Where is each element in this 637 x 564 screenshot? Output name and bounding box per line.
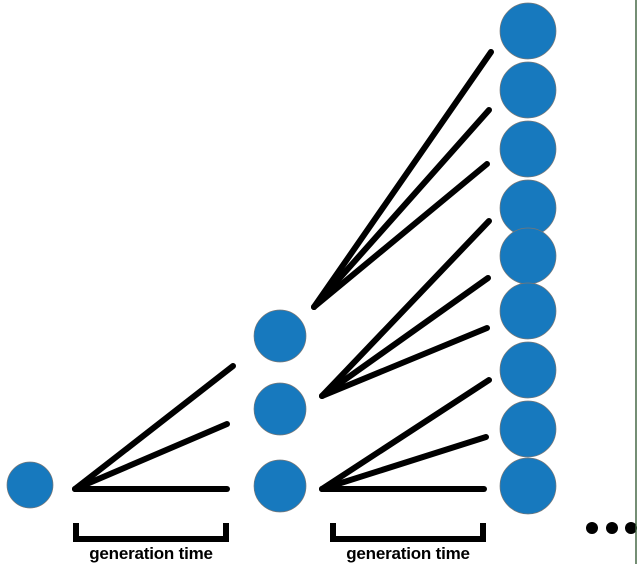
- bracket-generation-1: [73, 523, 229, 542]
- cell-g2-3: [499, 120, 557, 178]
- fan-gen1-bottom-line-1: [319, 377, 492, 492]
- fan-gen0-to-gen1-line-2: [72, 421, 230, 492]
- cell-circles-layer: [6, 2, 557, 515]
- generation-time-label-1: generation time: [89, 544, 213, 563]
- generation-brackets-layer: [73, 523, 486, 542]
- generation-1-cells: [253, 309, 307, 513]
- cell-g2-2: [499, 61, 557, 119]
- fan-gen1-middle: [319, 218, 492, 399]
- cell-g2-7: [499, 341, 557, 399]
- fan-gen1-middle-line-3: [319, 325, 490, 399]
- generation-time-label-2: generation time: [346, 544, 470, 563]
- cell-g2-8: [499, 400, 557, 458]
- cell-g0-1: [6, 461, 54, 509]
- cell-g2-4: [499, 179, 557, 237]
- fan-gen0-to-gen1-line-1: [72, 363, 236, 492]
- fan-gen1-middle-line-2: [319, 275, 491, 399]
- fan-gen1-middle-line-1: [319, 218, 492, 399]
- cell-g1-1: [253, 309, 307, 363]
- ellipsis-dot-1: [586, 522, 598, 534]
- generation-0-cells: [6, 461, 54, 509]
- division-lines-layer: [72, 49, 494, 492]
- fan-gen1-top: [311, 49, 494, 310]
- fan-gen1-top-line-2: [311, 107, 492, 310]
- cell-g2-1: [499, 2, 557, 60]
- fan-gen0-to-gen1: [72, 363, 236, 492]
- fan-gen1-top-line-3: [311, 161, 490, 310]
- fan-gen1-bottom: [319, 377, 492, 492]
- continuation-ellipsis-layer: [586, 522, 637, 534]
- ellipsis-dot-3: [625, 522, 637, 534]
- cell-g2-5: [499, 227, 557, 285]
- cell-g2-6: [499, 282, 557, 340]
- bracket-generation-2: [330, 523, 486, 542]
- cell-g1-3: [253, 459, 307, 513]
- cell-g2-9: [499, 457, 557, 515]
- cell-g1-2: [253, 382, 307, 436]
- fan-gen1-bottom-line-2: [319, 434, 489, 492]
- fan-gen1-top-line-1: [311, 49, 494, 310]
- generation-2-cells: [499, 2, 557, 515]
- ellipsis-dot-2: [606, 522, 618, 534]
